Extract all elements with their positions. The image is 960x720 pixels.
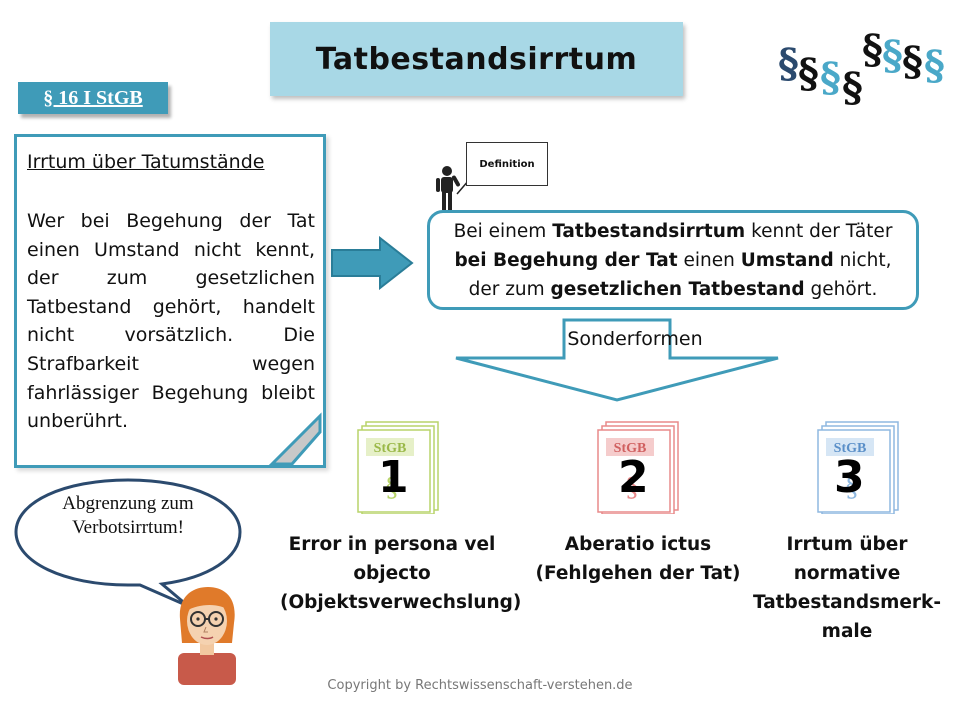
item-number: 1 xyxy=(378,452,409,503)
speech-bubble-text: Abgrenzung zum Verbotsirrtum! xyxy=(62,493,194,538)
copyright-text: Copyright by Rechtswissenschaft-verstehe… xyxy=(327,678,633,693)
definition-text: Bei einem Tatbestandsirrtum kennt der Tä… xyxy=(454,217,893,304)
paragraph-sign: § xyxy=(842,64,863,111)
definition-bold-term: gesetzlichen Tatbestand xyxy=(550,278,805,300)
definition-bold-term: Tatbestandsirrtum xyxy=(552,220,746,242)
law-book-icon: StGB § xyxy=(817,421,899,514)
definition-sign: Definition xyxy=(466,142,548,186)
book-label: StGB xyxy=(834,441,867,456)
paragraph-sign: § xyxy=(924,42,945,89)
law-reference-label: § 16 I StGB xyxy=(43,86,143,109)
law-book-icon: StGB § xyxy=(357,421,439,514)
definition-segment: gehört. xyxy=(804,278,878,300)
paragraph-sign: § xyxy=(626,473,639,503)
law-text-heading: Irrtum über Tatumstände xyxy=(27,151,265,173)
definition-box: Bei einem Tatbestandsirrtum kennt der Tä… xyxy=(427,210,919,310)
paragraph-sign: § xyxy=(862,26,883,73)
paragraph-sign: § xyxy=(820,54,841,101)
down-arrow-icon xyxy=(455,318,779,402)
book-label: StGB xyxy=(614,441,647,456)
avatar xyxy=(178,587,236,685)
definition-segment: kennt der Täter xyxy=(745,220,893,242)
item-caption: Aberatio ictus (Fehlgehen der Tat) xyxy=(535,534,741,584)
title-banner: Tatbestandsirrtum xyxy=(270,22,683,96)
law-text-body: Wer bei Begehung der Tat einen Umstand n… xyxy=(27,210,315,433)
item-caption: Error in persona vel objecto (Objektsver… xyxy=(280,534,522,613)
paragraph-sign: § xyxy=(882,32,903,79)
item-number: 2 xyxy=(618,452,649,503)
law-book-icon: StGB § xyxy=(597,421,679,514)
paragraph-sign: § xyxy=(798,50,819,97)
definition-segment: Bei einem xyxy=(453,220,553,242)
book-label: StGB xyxy=(374,441,407,456)
definition-bold-term: bei Begehung der Tat xyxy=(454,249,678,271)
paragraph-sign: § xyxy=(386,473,399,503)
definition-segment: einen xyxy=(677,249,741,271)
definition-segment: nicht, xyxy=(833,249,892,271)
law-text-callout: Irrtum über Tatumstände Wer bei Begehung… xyxy=(14,134,326,468)
definition-sign-label: Definition xyxy=(479,158,535,170)
speech-bubble xyxy=(14,478,242,608)
paragraph-sign: § xyxy=(902,38,923,85)
paragraph-sign: § xyxy=(778,40,799,87)
callout-tail-icon xyxy=(268,412,322,466)
paragraph-signs-icon: § § § § § § § § xyxy=(774,24,954,110)
paragraph-sign: § xyxy=(846,473,859,503)
item-caption: Irrtum über normative Tatbestandsmerk-ma… xyxy=(752,534,942,642)
presenter-person-icon xyxy=(436,166,460,210)
sonderformen-label: Sonderformen xyxy=(567,328,703,350)
item-number: 3 xyxy=(834,452,865,503)
definition-segment: der zum xyxy=(468,278,551,300)
definition-bold-term: Umstand xyxy=(740,249,834,271)
law-reference-badge: § 16 I StGB xyxy=(18,82,172,118)
right-arrow-icon xyxy=(331,236,414,290)
page-title: Tatbestandsirrtum xyxy=(315,41,638,77)
